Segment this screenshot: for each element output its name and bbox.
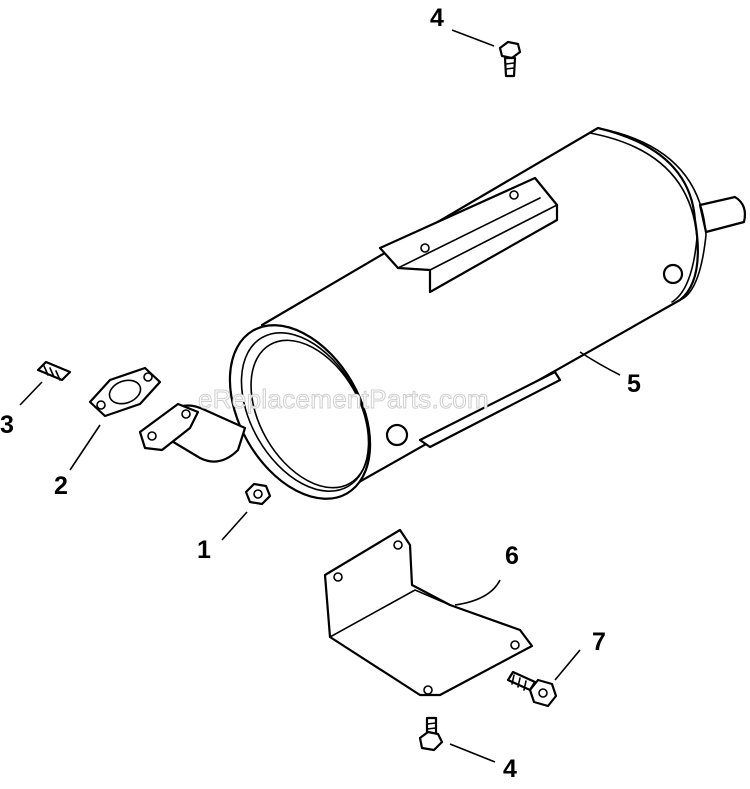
muffler	[228, 126, 747, 500]
leader-lines	[19, 29, 621, 763]
bottom-bracket	[323, 528, 534, 697]
callout-5: 5	[627, 370, 641, 398]
top-screw	[498, 40, 522, 78]
inlet-pipe	[138, 402, 247, 463]
watermark: eReplacementParts.com	[198, 384, 489, 414]
stud	[36, 360, 72, 382]
bottom-screw	[418, 716, 444, 752]
callout-4-top: 4	[430, 4, 444, 32]
bolt	[506, 670, 558, 708]
gasket	[88, 366, 162, 418]
callout-2: 2	[54, 472, 68, 500]
callout-3: 3	[0, 411, 14, 439]
callout-1: 1	[197, 536, 211, 564]
callout-6: 6	[505, 542, 519, 570]
hex-nut	[244, 482, 272, 506]
callout-7: 7	[592, 628, 606, 656]
callout-4-bottom: 4	[503, 755, 517, 783]
